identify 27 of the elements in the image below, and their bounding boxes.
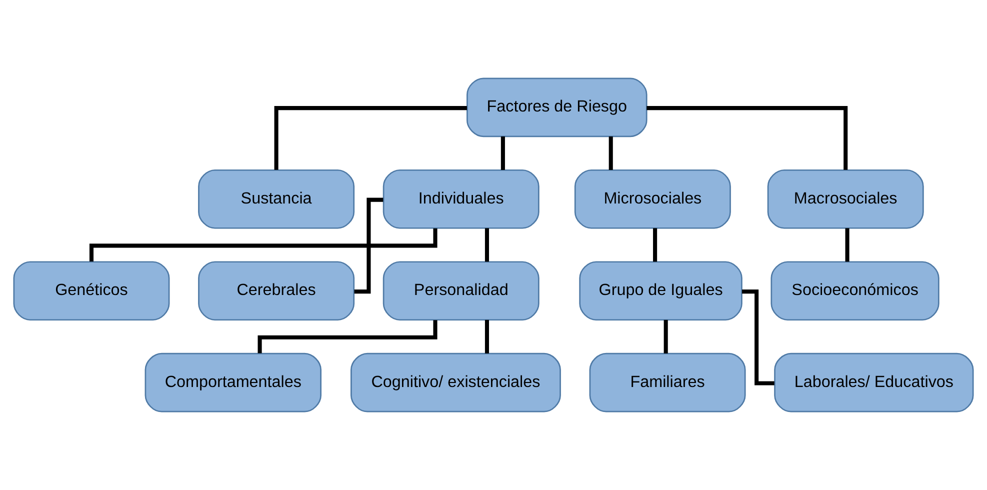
connector	[646, 106, 848, 170]
connector	[274, 106, 467, 170]
node-box: Personalidad	[382, 261, 540, 321]
node-box: Microsociales	[574, 169, 731, 229]
connector	[500, 136, 505, 170]
node-box: Comportamentales	[144, 352, 322, 412]
connector	[664, 320, 668, 354]
connector	[484, 228, 489, 262]
connector	[608, 136, 613, 170]
node-box: Genéticos	[13, 261, 170, 321]
connector	[484, 320, 489, 354]
connector	[653, 228, 658, 262]
node-box: Familiares	[589, 352, 746, 412]
connector	[89, 228, 438, 262]
node-box: Socioeconómicos	[770, 261, 940, 321]
node-box: Macrosociales	[767, 169, 924, 229]
node-box: Sustancia	[198, 169, 355, 229]
node-box: Factores de Riesgo	[466, 78, 648, 138]
connector	[845, 228, 850, 262]
connector	[742, 290, 774, 386]
connector	[258, 320, 438, 354]
node-box: Laborales/ Educativos	[774, 352, 974, 412]
node-box: Cognitivo/ existenciales	[350, 352, 561, 412]
connector	[354, 198, 384, 294]
node-box: Cerebrales	[198, 261, 355, 321]
node-box: Individuales	[382, 169, 540, 229]
node-box: Grupo de Iguales	[579, 261, 742, 321]
